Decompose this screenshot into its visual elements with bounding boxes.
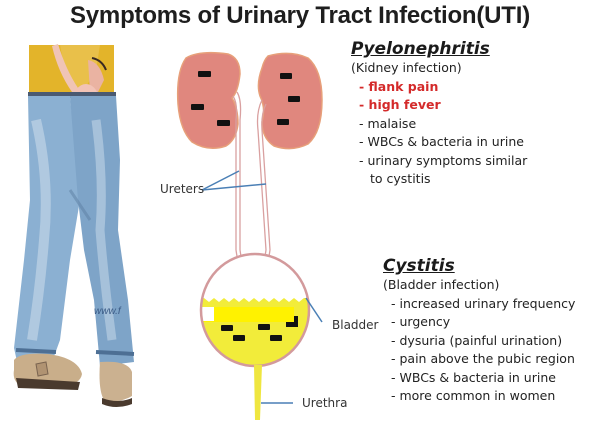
urethra [254,365,262,420]
cystitis-symptom-list: - increased urinary frequency - urgency … [383,295,575,406]
symptom-item: - dysuria (painful urination) [391,332,563,348]
symptom-item: - pain above the pubic region [391,351,575,366]
urethra-label: Urethra [302,396,348,410]
left-kidney [176,51,241,149]
symptom-item: - high fever [359,97,441,112]
symptom-item: - WBCs & bacteria in urine [359,134,524,149]
symptom-continuation-text: to cystitis [370,171,431,186]
bladder-label: Bladder [332,318,379,332]
pointer-lines [201,170,323,404]
cystitis-heading: Cystitis [383,256,455,276]
pyelonephritis-subtitle: (Kidney infection) [351,60,462,75]
cystitis-panel: Cystitis (Bladder infection) - increased… [383,256,575,406]
symptom-item: - urgency [391,314,451,329]
symptom-item: - urinary symptoms similar [359,152,528,168]
pyelonephritis-panel: Pyelonephritis (Kidney infection) - flan… [351,39,527,189]
person-photo: www.f [13,44,135,407]
symptom-item: - more common in women [391,388,556,403]
cystitis-subtitle: (Bladder infection) [383,277,500,292]
pyelonephritis-heading: Pyelonephritis [351,39,490,59]
symptom-item: - malaise [359,115,417,131]
symptom-item-continuation: to cystitis [359,170,527,189]
symptom-item: - increased urinary frequency [391,295,576,311]
symptom-item: - WBCs & bacteria in urine [391,369,556,385]
page-title: Symptoms of Urinary Tract Infection(UTI) [69,2,531,29]
watermark-text: www.f [94,306,122,317]
symptom-item: - flank pain [359,78,439,94]
ureters-label: Ureters [160,182,205,196]
pyelonephritis-symptom-list: - flank pain - high fever - malaise - WB… [351,78,527,189]
ureters [232,91,271,277]
bladder [199,252,311,368]
kidneys [176,51,323,150]
